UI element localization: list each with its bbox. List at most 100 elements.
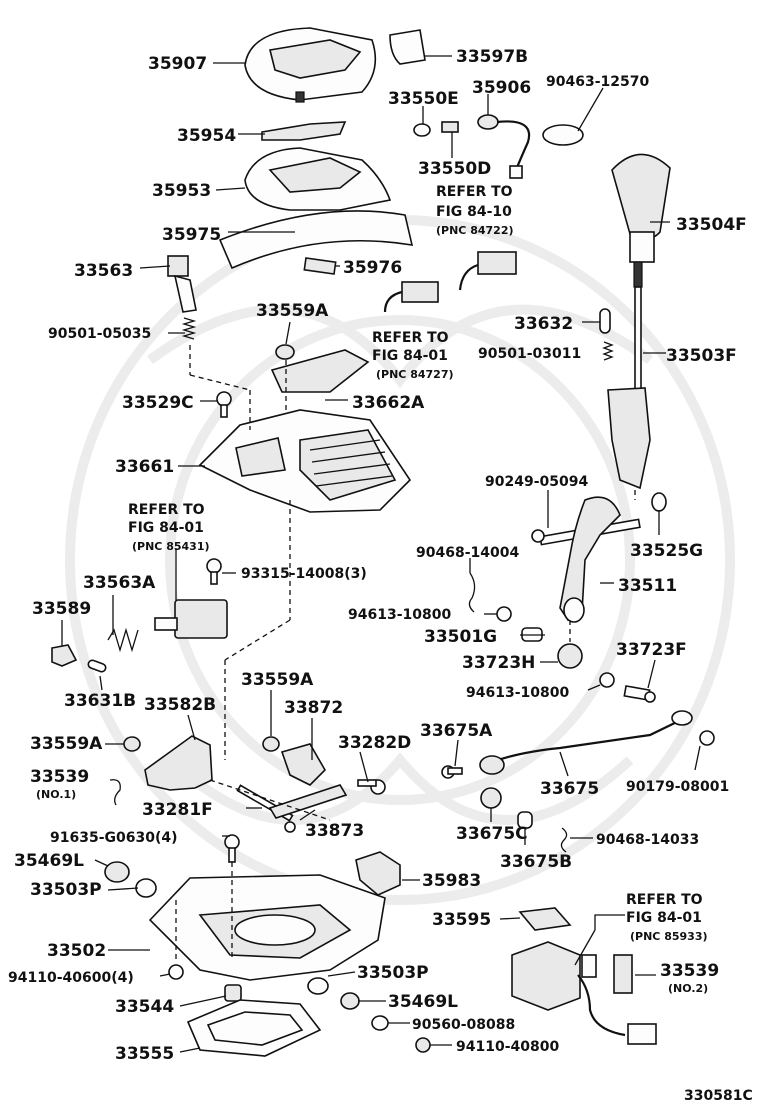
label-33661: 33661 bbox=[115, 457, 174, 477]
bracket-35983 bbox=[355, 851, 401, 896]
label-33529c: 33529C bbox=[122, 393, 194, 413]
leader-lines bbox=[61, 55, 701, 1053]
label-33589: 33589 bbox=[32, 599, 91, 619]
label-90249-05094: 90249-05094 bbox=[485, 474, 588, 490]
label-33501g: 33501G bbox=[424, 627, 497, 647]
relay-33539-2 bbox=[613, 954, 633, 994]
shift-lock-solenoid-arm bbox=[167, 255, 197, 340]
clip-33539-1 bbox=[109, 779, 121, 806]
link-33873 bbox=[268, 784, 348, 819]
position-indicator-housing bbox=[244, 147, 392, 211]
label-90468-14004: 90468-14004 bbox=[416, 545, 519, 561]
label-94110-40800: 94110-40800 bbox=[456, 1039, 559, 1055]
svg-text:REFER TO: REFER TO bbox=[436, 184, 513, 200]
label-33873: 33873 bbox=[305, 821, 364, 841]
label-33563a: 33563A bbox=[83, 573, 156, 593]
label-33559a-left: 33559A bbox=[30, 734, 103, 754]
screw-93315 bbox=[206, 558, 222, 585]
o-ring-33503p-top bbox=[135, 878, 157, 898]
label-33582b: 33582B bbox=[144, 695, 216, 715]
reference-note-85933: REFER TO FIG 84-01 (PNC 85933) bbox=[626, 892, 708, 943]
label-33675c: 33675C bbox=[456, 824, 528, 844]
shift-knob bbox=[611, 153, 671, 263]
label-33675: 33675 bbox=[540, 779, 599, 799]
label-33723h: 33723H bbox=[462, 653, 535, 673]
label-33504f: 33504F bbox=[676, 215, 747, 235]
label-33555: 33555 bbox=[115, 1044, 174, 1064]
joint-33723f bbox=[623, 685, 656, 703]
label-35975: 35975 bbox=[162, 225, 221, 245]
label-33550e: 33550E bbox=[388, 89, 459, 109]
label-33597b: 33597B bbox=[456, 47, 528, 67]
bolt-33282d bbox=[357, 779, 386, 795]
indicator-bulb-wire bbox=[413, 114, 531, 179]
label-33563: 33563 bbox=[74, 261, 133, 281]
label-90560-08088: 90560-08088 bbox=[412, 1017, 515, 1033]
lock-cam-bracket bbox=[144, 735, 213, 791]
label-33502: 33502 bbox=[47, 941, 106, 961]
label-33525g: 33525G bbox=[630, 541, 703, 561]
reference-note-84722: REFER TO FIG 84-10 (PNC 84722) bbox=[436, 184, 514, 237]
label-35469l-top: 35469L bbox=[14, 851, 84, 871]
svg-text:FIG 84-01: FIG 84-01 bbox=[372, 348, 448, 364]
nut-94613-a bbox=[496, 606, 512, 622]
label-94613-10800-a: 94613-10800 bbox=[348, 607, 451, 623]
label-33675b: 33675B bbox=[500, 852, 572, 872]
label-33539-no1: 33539 bbox=[30, 767, 89, 787]
seal-retainer bbox=[303, 257, 337, 275]
bracket-33595 bbox=[518, 907, 572, 931]
nut-94110-40800 bbox=[415, 1037, 431, 1053]
label-35953: 35953 bbox=[152, 181, 211, 201]
label-33631b: 33631B bbox=[64, 691, 136, 711]
label-93315-14008: 93315-14008(3) bbox=[241, 566, 367, 582]
position-plate bbox=[270, 349, 370, 393]
label-90463-12570: 90463-12570 bbox=[546, 74, 649, 90]
grommet-35469l-bottom bbox=[340, 992, 360, 1010]
shift-lock-computer bbox=[511, 941, 657, 1045]
assembly-lines bbox=[175, 345, 636, 962]
label-plate bbox=[389, 29, 426, 65]
label-33662a: 33662A bbox=[352, 393, 425, 413]
label-90501-03011: 90501-03011 bbox=[478, 346, 581, 362]
label-33282d: 33282D bbox=[338, 733, 411, 753]
label-35954: 35954 bbox=[177, 126, 236, 146]
clip-90468-14033 bbox=[560, 827, 568, 853]
shift-lever bbox=[607, 261, 651, 490]
nut-94613-b bbox=[599, 672, 615, 688]
label-35976: 35976 bbox=[343, 258, 402, 278]
label-90179-08001: 90179-08001 bbox=[626, 779, 729, 795]
figure-code: 330581C bbox=[684, 1088, 753, 1104]
label-33539-no2: 33539 bbox=[660, 961, 719, 981]
pin-33631b bbox=[87, 659, 107, 673]
collar-90560 bbox=[371, 1015, 389, 1031]
nut-94110-40600 bbox=[168, 964, 184, 980]
reference-note-84727: REFER TO FIG 84-01 (PNC 84727) bbox=[372, 330, 454, 381]
label-91635-g0630: 91635-G0630(4) bbox=[50, 830, 178, 846]
label-33550d: 33550D bbox=[418, 159, 491, 179]
label-94613-10800-b: 94613-10800 bbox=[466, 685, 569, 701]
svg-text:(PNC 84722): (PNC 84722) bbox=[436, 224, 514, 237]
label-35469l-bottom: 35469L bbox=[388, 992, 458, 1012]
label-35983: 35983 bbox=[422, 871, 481, 891]
connector-84722 bbox=[458, 251, 517, 291]
svg-text:FIG 84-01: FIG 84-01 bbox=[128, 520, 204, 536]
slide-plate bbox=[261, 121, 347, 141]
boot-33555 bbox=[186, 999, 322, 1057]
part-number-labels: 35907 33597B 33550E 35906 90463-12570 35… bbox=[8, 47, 747, 1064]
o-ring-33503p-bottom bbox=[307, 977, 329, 995]
shift-lever-housing bbox=[198, 409, 412, 513]
svg-text:(PNC 85431): (PNC 85431) bbox=[132, 540, 210, 553]
label-90468-14033: 90468-14033 bbox=[596, 832, 699, 848]
bolt-33675a bbox=[441, 765, 463, 779]
bushing-33723h bbox=[557, 643, 583, 669]
lever-pin bbox=[599, 308, 611, 334]
svg-text:REFER TO: REFER TO bbox=[372, 330, 449, 346]
washer-33525g bbox=[651, 492, 667, 512]
label-33539-no1-note: (NO.1) bbox=[36, 788, 76, 801]
svg-text:REFER TO: REFER TO bbox=[626, 892, 703, 908]
nut-90179 bbox=[699, 730, 715, 746]
label-33559a-mid: 33559A bbox=[241, 670, 314, 690]
label-33281f: 33281F bbox=[142, 800, 213, 820]
shift-indicator-plate bbox=[244, 27, 377, 103]
